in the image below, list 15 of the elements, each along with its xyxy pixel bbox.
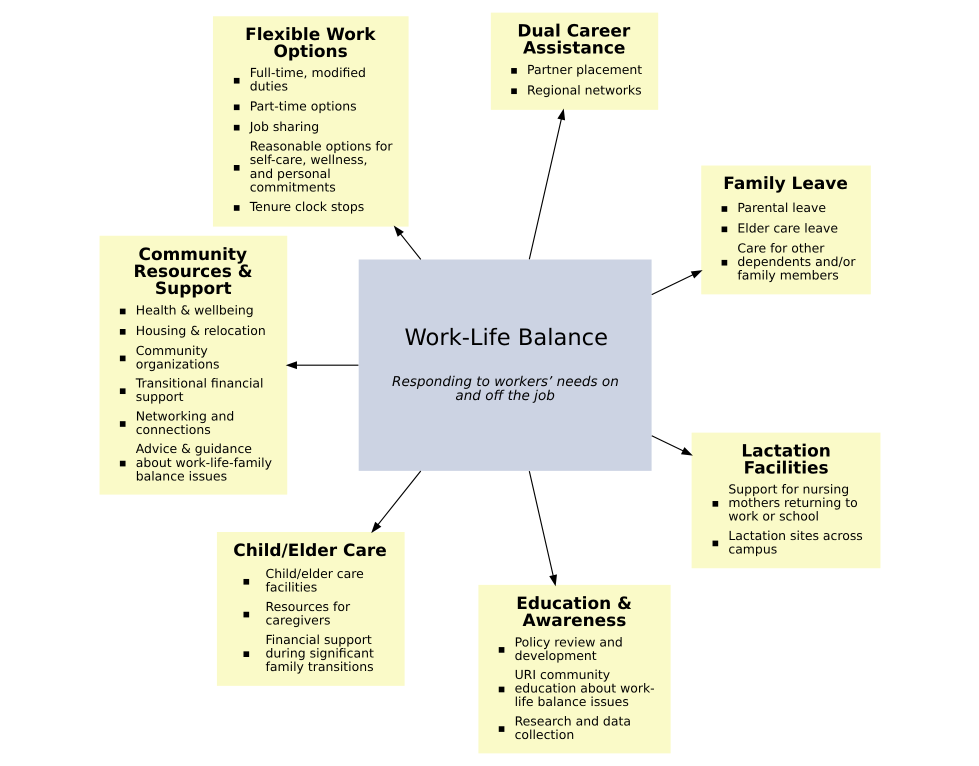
arrow bbox=[528, 108, 565, 260]
node-box: Family Leave Parental leave Elder care leave Care for other dependents and/or family members bbox=[700, 165, 870, 294]
arrow bbox=[393, 225, 421, 260]
node-box: Lactation Facilities Support for nursing mothers returning to work or school Lactation sites across campus bbox=[691, 432, 880, 568]
node-box: Work-Life Balance Responding to workers’ needs on and off the job bbox=[358, 259, 652, 471]
arrow bbox=[528, 470, 556, 586]
node-box: Flexible Work Options Full-time, modified duties Part-time options Job sharing Reasonable options for self-care, wellness, and personal commitments Tenure clock stops bbox=[212, 16, 408, 227]
node-box: Community Resources & Support Health & wellbeing Housing & relocation Community organizations Transitional financial support Networking and connections Advice & guidance about work-life-family balance issues bbox=[99, 236, 287, 495]
arrow bbox=[651, 435, 692, 456]
node-box: Child/Elder Care Child/elder care facilities Resources for caregivers Financial support during significant family transitions bbox=[216, 532, 404, 686]
node-box: Dual Career Assistance Partner placement Regional networks bbox=[490, 12, 658, 110]
node-box: Education & Awareness Policy review and development URI community education about work-life balance issues Research and data collection bbox=[478, 584, 670, 754]
arrow bbox=[651, 270, 702, 296]
arrow bbox=[285, 361, 358, 370]
arrow bbox=[370, 470, 421, 534]
